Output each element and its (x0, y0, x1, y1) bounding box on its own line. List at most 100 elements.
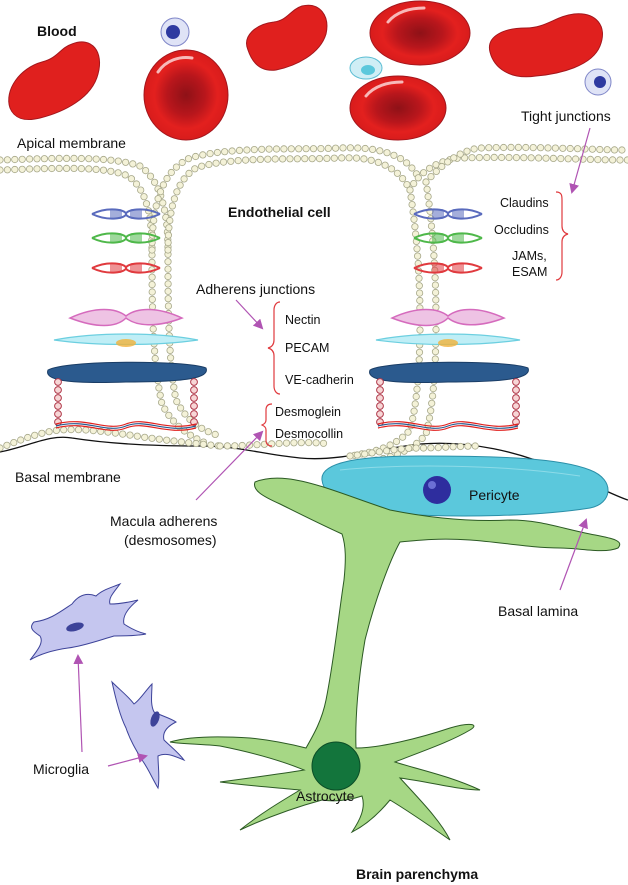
membrane-bead (317, 145, 325, 153)
membrane-bead (129, 160, 137, 168)
membrane-bead (170, 383, 178, 391)
membrane-bead (122, 158, 130, 166)
membrane-bead (536, 144, 545, 152)
membrane-bead (361, 144, 369, 153)
membrane-bead (387, 165, 396, 173)
membrane-bead (594, 156, 602, 164)
labels: Blood Apical membrane Tight junctions En… (15, 23, 611, 882)
membrane-bead (25, 165, 34, 173)
brackets (260, 191, 569, 447)
pecam-label: PECAM (285, 341, 329, 355)
membrane-bead (361, 450, 369, 458)
membrane-bead (223, 442, 231, 450)
membrane-bead (608, 156, 617, 164)
blood-label: Blood (37, 23, 77, 39)
membrane-bead (38, 429, 46, 437)
membrane-bead (415, 348, 424, 356)
membrane-bead (99, 166, 108, 174)
membrane-bead (353, 451, 361, 459)
membrane-bead (166, 216, 174, 225)
membrane-bead (411, 400, 419, 408)
membrane-bead (393, 169, 401, 177)
membrane-bead (430, 252, 438, 260)
membrane-bead (170, 437, 178, 445)
membrane-bead (409, 414, 417, 423)
membrane-bead (514, 143, 523, 151)
membrane-bead (148, 273, 156, 281)
membrane-bead (198, 162, 206, 170)
membrane-bead (427, 407, 435, 415)
membrane-bead (544, 144, 552, 152)
membrane-bead (522, 143, 530, 152)
esam-label: ESAM (512, 265, 547, 279)
membrane-bead (464, 442, 472, 450)
tight-junctions-label: Tight junctions (521, 108, 611, 124)
membrane-bead (352, 154, 361, 162)
membrane-bead (142, 167, 150, 175)
membrane-bead (192, 152, 200, 161)
membrane-bead (412, 444, 420, 452)
membrane-bead (293, 155, 301, 163)
membrane-bead (499, 143, 508, 152)
membrane-bead (410, 215, 418, 223)
pointer-arrows (73, 127, 591, 767)
membrane-bead (133, 432, 141, 440)
membrane-bead (119, 430, 127, 438)
desmosome-strand (377, 421, 519, 427)
membrane-bead (425, 414, 434, 422)
membrane-bead (309, 145, 318, 153)
membrane-bead (312, 439, 320, 447)
membrane-bead (505, 153, 513, 162)
membrane-bead (67, 425, 75, 434)
membrane-bead (3, 156, 11, 164)
ve-cadherin-protein (47, 361, 207, 383)
membrane-bead (164, 265, 172, 273)
ve-cadherin-protein (369, 361, 529, 383)
red-blood-cell (488, 13, 603, 78)
membrane-bead (422, 178, 430, 186)
membrane-bead (55, 154, 63, 162)
membrane-bead (148, 434, 156, 442)
membrane-bead (275, 439, 283, 448)
junction-protein (124, 232, 161, 244)
membrane-bead (166, 346, 174, 354)
membrane-bead (413, 252, 422, 260)
red-blood-cell (8, 41, 100, 121)
membrane-bead (92, 155, 100, 163)
membrane-bead (471, 442, 479, 450)
membrane-bead (258, 145, 266, 153)
membrane-bead (404, 428, 412, 436)
membrane-bead (402, 159, 411, 167)
membrane-bead (431, 348, 440, 356)
red-blood-cell (246, 4, 328, 71)
membrane-bead (191, 165, 199, 173)
membrane-bead (160, 206, 169, 214)
membrane-bead (346, 452, 354, 460)
macula-arrow (195, 430, 264, 501)
basal-membrane-label: Basal membrane (15, 469, 121, 485)
membrane-bead (403, 181, 411, 189)
pericyte-label: Pericyte (469, 487, 520, 503)
membrane-bead (136, 162, 144, 170)
membrane-bead (405, 444, 413, 452)
membrane-bead (114, 169, 122, 177)
membrane-bead (207, 441, 215, 449)
membrane-bead (177, 404, 185, 412)
membrane-bead (180, 175, 188, 183)
membrane-bead (282, 439, 291, 447)
membrane-bead (62, 154, 71, 162)
membrane-bead (85, 155, 93, 163)
membrane-bead (142, 200, 151, 208)
membrane-bead (164, 246, 172, 254)
membrane-bead (323, 154, 331, 162)
membrane-bead (151, 178, 159, 186)
membrane-bead (549, 154, 558, 162)
membrane-bead (121, 171, 129, 179)
membrane-bead (33, 165, 41, 173)
membrane-bead (77, 154, 86, 163)
desmosome-bracket (260, 403, 273, 447)
adherens-arrow (235, 299, 264, 330)
membrane-bead (161, 405, 169, 413)
membrane-bead (432, 325, 440, 334)
membrane-bead (17, 436, 25, 444)
